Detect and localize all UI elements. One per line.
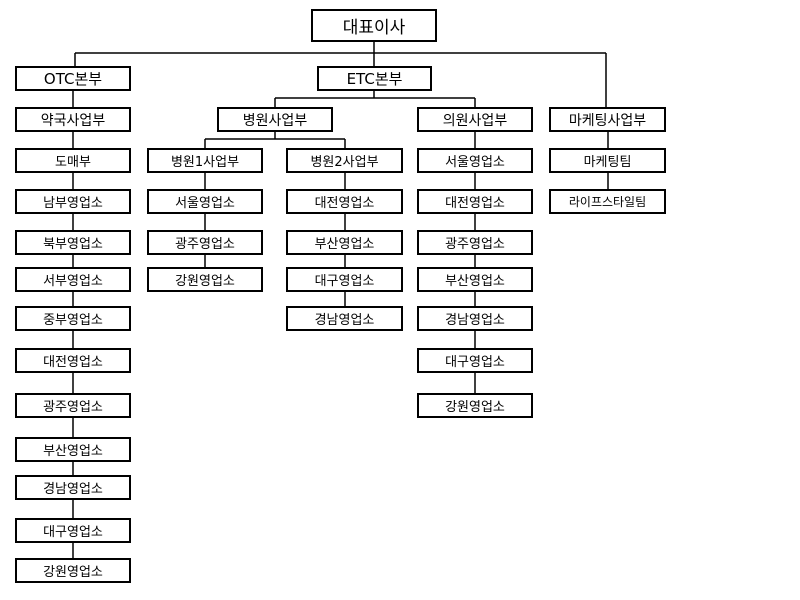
marketing-unit-box: 라이프스타일팀 — [549, 189, 666, 214]
otc-unit-box: 도매부 — [15, 148, 131, 173]
hospital-team2-unit-box: 대전영업소 — [286, 189, 403, 214]
otc-unit-box: 남부영업소 — [15, 189, 131, 214]
hospital-team1-unit-box: 광주영업소 — [147, 230, 263, 255]
hospital-team2-unit-box: 부산영업소 — [286, 230, 403, 255]
clinic-division-box: 의원사업부 — [417, 107, 533, 132]
otc-unit-box: 서부영업소 — [15, 267, 131, 292]
clinic-unit-box: 서울영업소 — [417, 148, 533, 173]
otc-unit-box: 부산영업소 — [15, 437, 131, 462]
otc-unit-box: 북부영업소 — [15, 230, 131, 255]
marketing-division-box: 마케팅사업부 — [549, 107, 666, 132]
hospital-division-box: 병원사업부 — [217, 107, 333, 132]
clinic-unit-box: 광주영업소 — [417, 230, 533, 255]
clinic-unit-box: 경남영업소 — [417, 306, 533, 331]
clinic-unit-box: 강원영업소 — [417, 393, 533, 418]
hospital-team1-box: 병원1사업부 — [147, 148, 263, 173]
otc-unit-box: 강원영업소 — [15, 558, 131, 583]
pharmacy-division-box: 약국사업부 — [15, 107, 131, 132]
otc-hq-box: OTC본부 — [15, 66, 131, 91]
hospital-team1-unit-box: 강원영업소 — [147, 267, 263, 292]
clinic-unit-box: 대전영업소 — [417, 189, 533, 214]
otc-unit-box: 대구영업소 — [15, 518, 131, 543]
hospital-team2-unit-box: 대구영업소 — [286, 267, 403, 292]
etc-hq-box: ETC본부 — [317, 66, 432, 91]
hospital-team2-box: 병원2사업부 — [286, 148, 403, 173]
marketing-unit-box: 마케팅팀 — [549, 148, 666, 173]
hospital-team1-unit-box: 서울영업소 — [147, 189, 263, 214]
otc-unit-box: 경남영업소 — [15, 475, 131, 500]
clinic-unit-box: 대구영업소 — [417, 348, 533, 373]
otc-unit-box: 대전영업소 — [15, 348, 131, 373]
clinic-unit-box: 부산영업소 — [417, 267, 533, 292]
otc-unit-box: 광주영업소 — [15, 393, 131, 418]
ceo-box: 대표이사 — [311, 9, 437, 42]
hospital-team2-unit-box: 경남영업소 — [286, 306, 403, 331]
otc-unit-box: 중부영업소 — [15, 306, 131, 331]
